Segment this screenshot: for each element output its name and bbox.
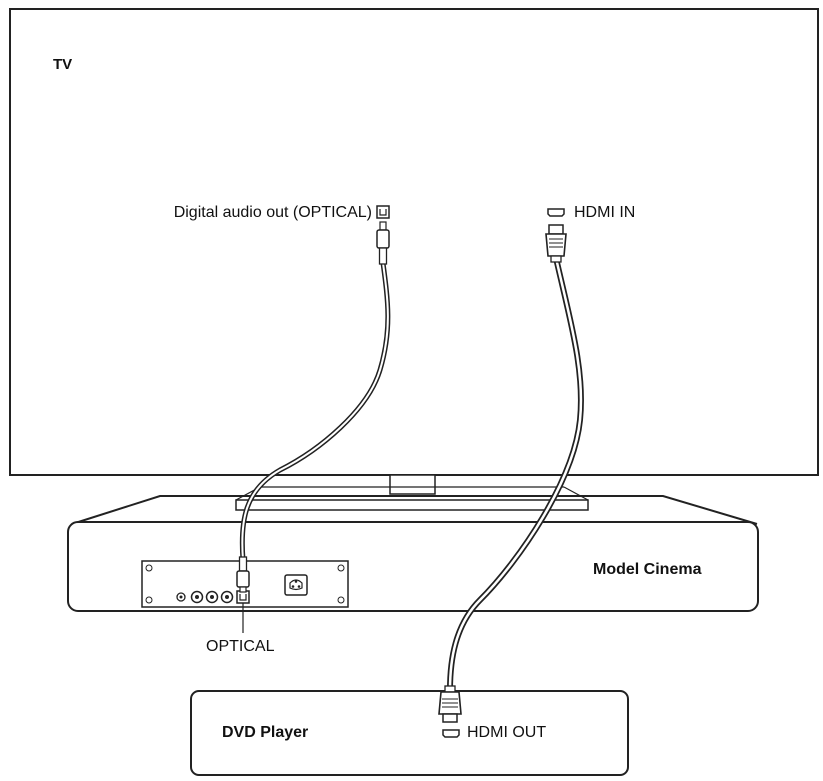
- optical-cable: [236, 221, 391, 593]
- tv-optical-label: Digital audio out (OPTICAL): [173, 204, 372, 221]
- optical-port-icon: [376, 205, 390, 219]
- tv-hdmi-label: HDMI IN: [574, 204, 636, 221]
- hdmi-connector-top: [545, 224, 567, 263]
- dvd-hdmi-out-label: HDMI OUT: [467, 724, 547, 741]
- tv-stand: [235, 474, 589, 511]
- soundbar-optical-port-icon: [236, 590, 250, 604]
- round-jacks: [190, 590, 234, 604]
- tv-label: TV: [53, 56, 73, 73]
- optical-connector-top: [376, 221, 390, 265]
- hdmi-cable: [438, 224, 584, 723]
- soundbar-optical-label: OPTICAL: [206, 638, 275, 655]
- soundbar-rear-panel: [141, 560, 349, 633]
- dvd-hdmi-port-icon: [442, 729, 460, 738]
- dvd-player-body: [190, 690, 629, 776]
- optical-connector-bottom: [236, 556, 250, 593]
- soundbar-label: Model Cinema: [593, 561, 702, 578]
- power-socket-icon: [284, 574, 308, 596]
- hdmi-connector-bottom: [438, 685, 462, 723]
- dvd-player-label: DVD Player: [222, 724, 309, 741]
- hdmi-port-icon: [547, 208, 565, 217]
- tv-screen: [9, 8, 819, 476]
- input-jack-small: [176, 592, 186, 602]
